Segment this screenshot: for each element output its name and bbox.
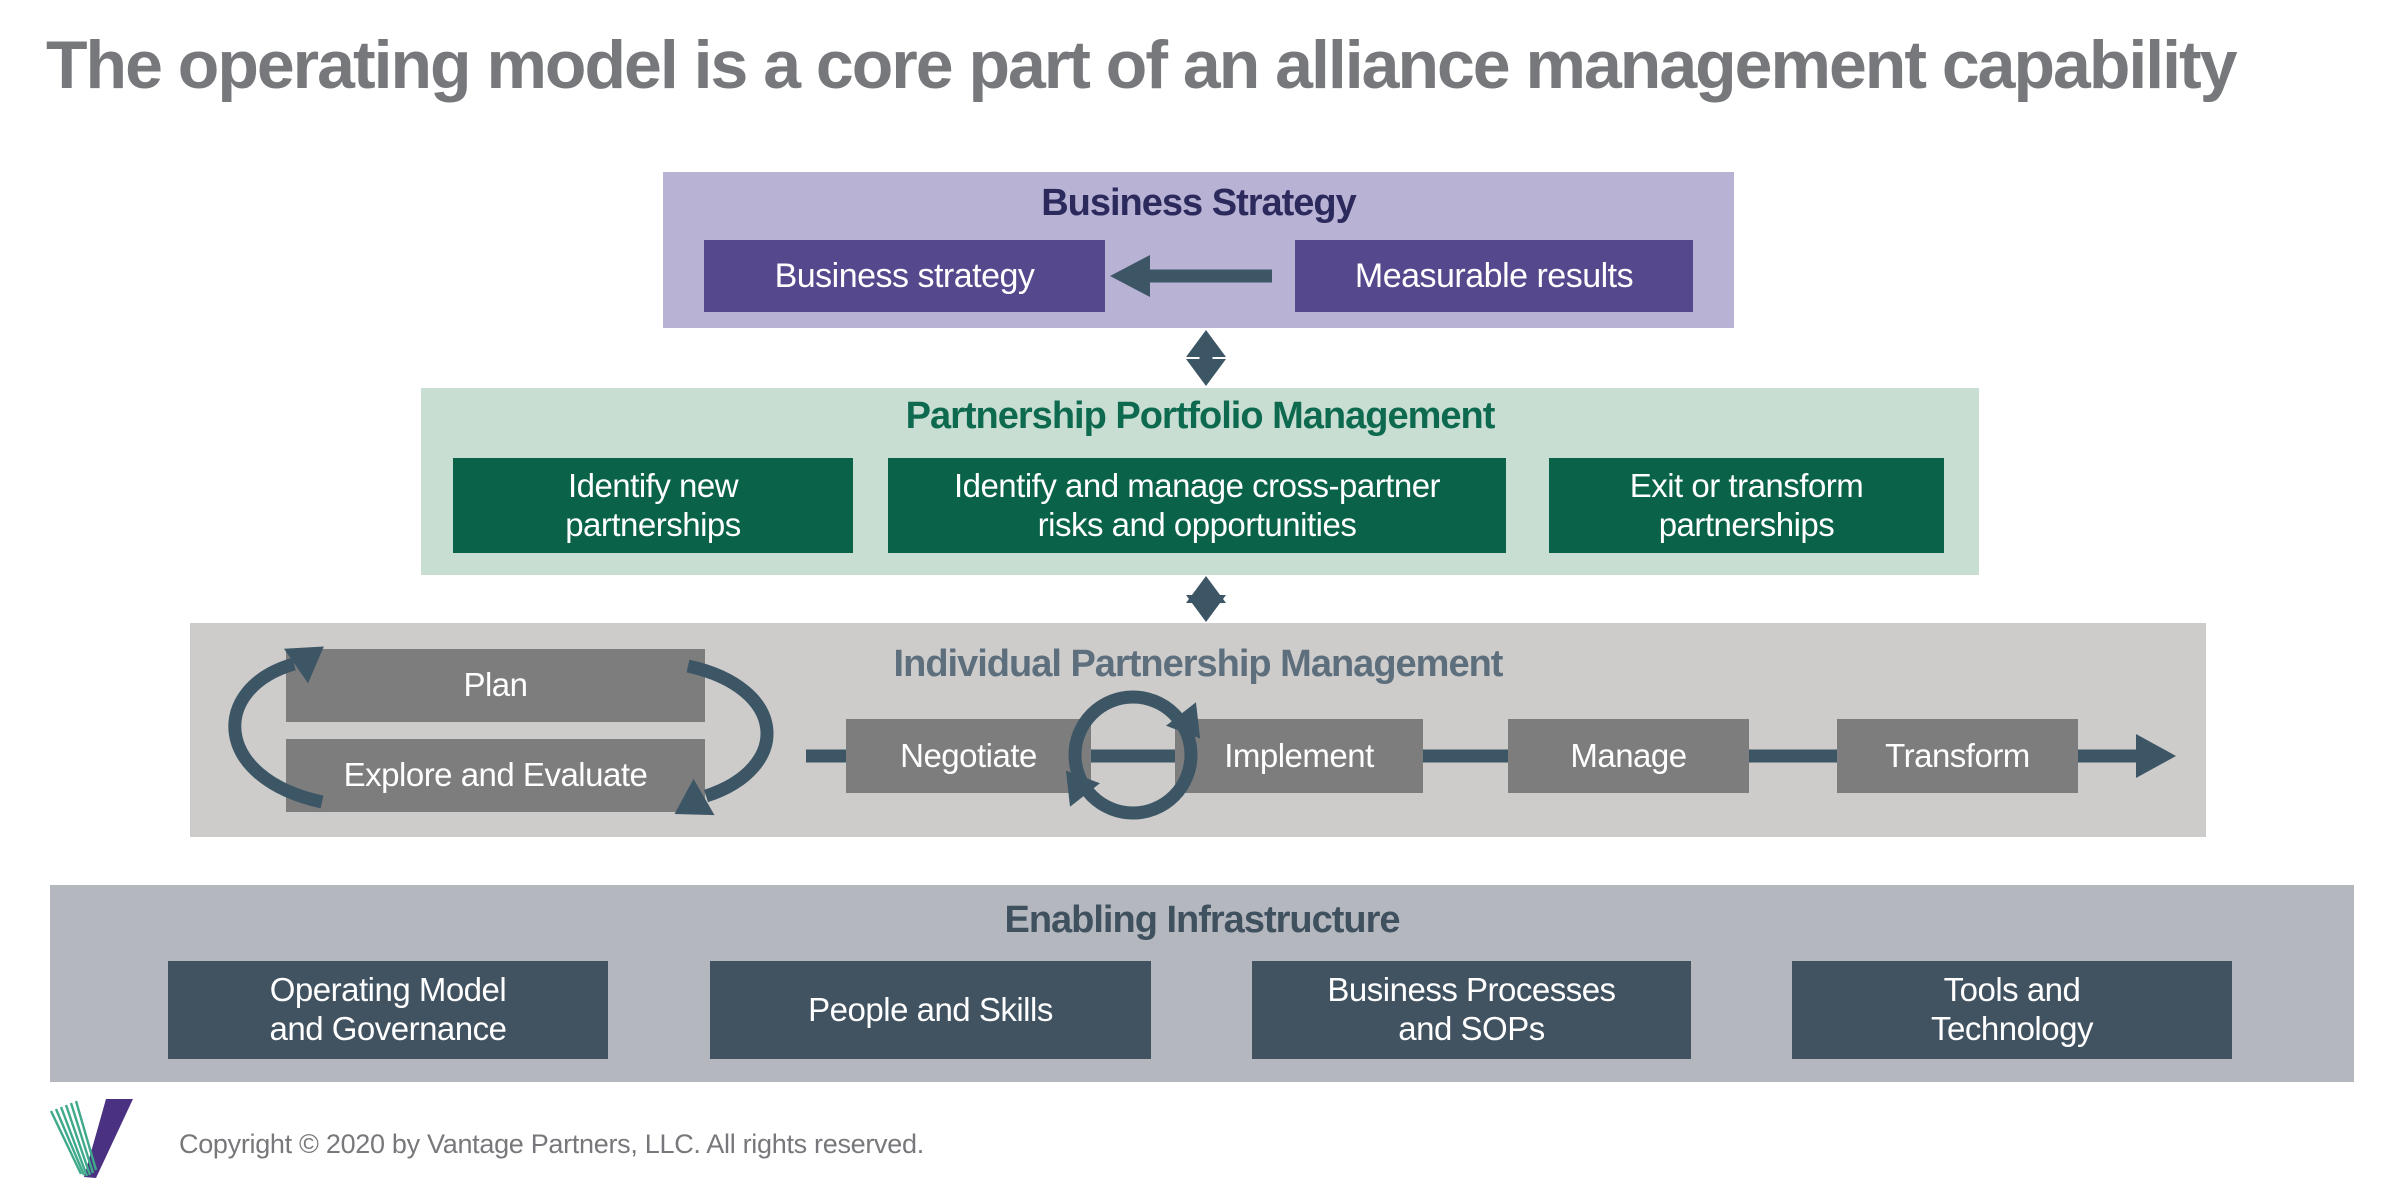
implement-box: Implement [1175,719,1423,793]
business-strategy-box: Business strategy [704,240,1105,312]
two-way-arrow-top-icon [1186,330,1226,386]
section-portfolio-management: Partnership Portfolio Management Identif… [421,388,1979,575]
portfolio-management-header: Partnership Portfolio Management [905,395,1496,437]
cross-partner-risks-box: Identify and manage cross-partner risks … [888,458,1506,553]
tools-and-technology-box: Tools and Technology [1792,961,2232,1059]
measurable-results-box: Measurable results [1295,240,1693,312]
transform-box: Transform [1837,719,2078,793]
plan-box: Plan [286,649,705,722]
exit-or-transform-box: Exit or transform partnerships [1549,458,1944,553]
enabling-infrastructure-header: Enabling Infrastructure [1004,899,1400,941]
operating-model-governance-box: Operating Model and Governance [168,961,608,1059]
business-strategy-header: Business Strategy [1041,182,1357,224]
copyright-text: Copyright © 2020 by Vantage Partners, LL… [179,1129,924,1159]
identify-new-partnerships-box: Identify new partnerships [453,458,853,553]
two-way-arrow-bottom-icon [1186,576,1226,622]
negotiate-box: Negotiate [846,719,1091,793]
manage-box: Manage [1508,719,1749,793]
vantage-partners-logo-icon [49,1099,133,1178]
section-individual-partnership: Individual Partnership Management Plan E… [190,623,2206,837]
people-and-skills-box: People and Skills [710,961,1151,1059]
section-business-strategy: Business Strategy Business strategy Meas… [663,172,1734,328]
explore-and-evaluate-box: Explore and Evaluate [286,739,705,812]
section-enabling-infrastructure: Enabling Infrastructure Operating Model … [50,885,2354,1082]
individual-partnership-header: Individual Partnership Management [893,643,1504,685]
business-processes-sops-box: Business Processes and SOPs [1252,961,1691,1059]
page-title: The operating model is a core part of an… [46,27,2238,103]
